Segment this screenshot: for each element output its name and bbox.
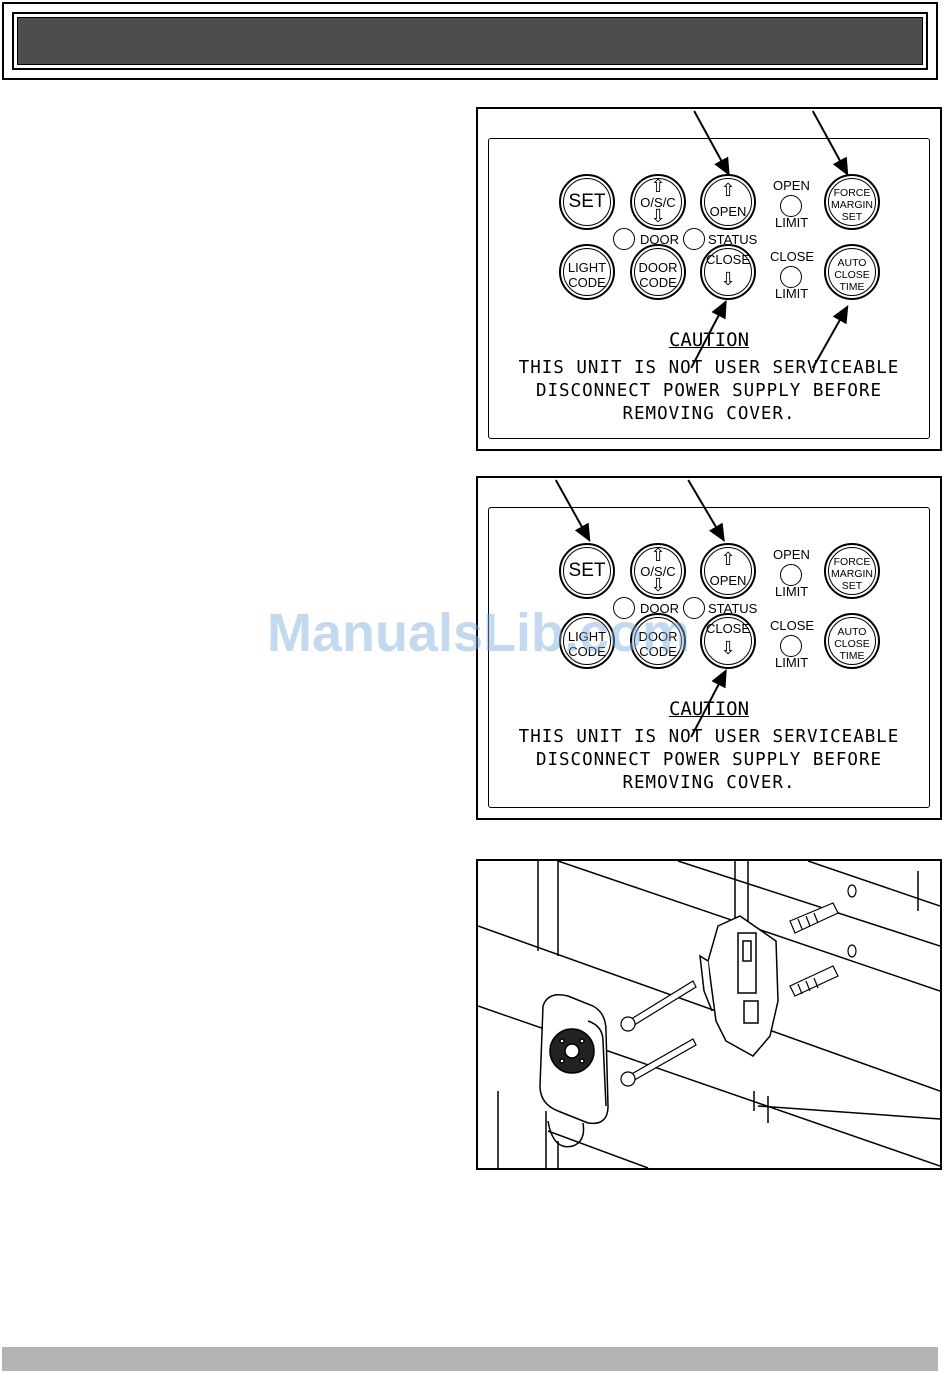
page-header-bar <box>17 17 923 65</box>
force-line-1: FORCE <box>833 187 871 199</box>
force-line-3: SET <box>841 211 863 223</box>
door-label: DOOR <box>640 232 679 247</box>
status-label: STATUS <box>708 232 758 247</box>
door-code-label: DOOR CODE <box>632 629 684 659</box>
figure-control-panel-1: SET ⇧ O/S/C ⇩ ⇧ OPEN FORCE MARGIN SET OP… <box>476 107 942 451</box>
door-status-led-2 <box>683 228 705 250</box>
osc-button[interactable]: ⇧ O/S/C ⇩ <box>630 543 686 599</box>
door-status-led-2 <box>683 597 705 619</box>
close-limit-label: CLOSE <box>770 249 815 264</box>
osc-button-label: O/S/C <box>640 564 676 579</box>
set-button-label: SET <box>568 191 606 212</box>
osc-button-label: O/S/C <box>640 195 676 210</box>
light-code-line-1: LIGHT <box>567 629 607 644</box>
light-code-line-1: LIGHT <box>567 260 607 275</box>
close-button[interactable]: CLOSE ⇩ <box>700 613 756 669</box>
door-code-line-1: DOOR <box>638 629 678 644</box>
control-panel: SET ⇧ O/S/C ⇩ ⇧ OPEN FORCE MARGIN SET OP… <box>488 138 930 439</box>
force-line-1: FORCE <box>833 556 871 568</box>
down-arrow-icon: ⇩ <box>650 575 666 595</box>
auto-close-line-1: AUTO <box>837 626 867 638</box>
force-line-3: SET <box>841 580 863 592</box>
open-limit-sublabel: LIMIT <box>775 584 809 599</box>
force-margin-set-button[interactable]: FORCE MARGIN SET <box>824 543 880 599</box>
door-code-button[interactable]: DOOR CODE <box>630 244 686 300</box>
caution-line-2: DISCONNECT POWER SUPPLY BEFORE <box>535 750 883 770</box>
light-code-label: LIGHT CODE <box>561 260 613 290</box>
set-button-label: SET <box>568 560 606 581</box>
light-code-button[interactable]: LIGHT CODE <box>559 244 615 300</box>
open-button-label: OPEN <box>709 573 747 588</box>
watermark-text: ManualsLib.com <box>267 603 691 663</box>
osc-button[interactable]: ⇧ O/S/C ⇩ <box>630 174 686 230</box>
door-code-label: DOOR CODE <box>632 260 684 290</box>
status-label: STATUS <box>708 601 758 616</box>
door-code-line-2: CODE <box>639 644 677 659</box>
auto-close-line-2: CLOSE <box>834 638 870 650</box>
page-header-frame <box>12 12 928 70</box>
door-code-line-2: CODE <box>639 275 677 290</box>
down-arrow-icon: ⇩ <box>720 269 736 289</box>
auto-close-label: AUTO CLOSE TIME <box>826 626 878 662</box>
close-limit-sublabel: LIMIT <box>775 655 809 670</box>
up-arrow-icon: ⇧ <box>650 545 666 565</box>
down-arrow-icon: ⇩ <box>720 638 736 658</box>
close-limit-label: CLOSE <box>770 618 815 633</box>
force-line-2: MARGIN <box>831 199 873 211</box>
figure-wall-mount <box>476 859 942 1170</box>
auto-close-line-2: CLOSE <box>834 269 870 281</box>
door-code-button[interactable]: DOOR CODE <box>630 613 686 669</box>
force-button-label: FORCE MARGIN SET <box>826 187 878 223</box>
page-header <box>2 2 938 80</box>
caution-line-2: DISCONNECT POWER SUPPLY BEFORE <box>535 381 883 401</box>
set-button[interactable]: SET <box>559 543 615 599</box>
open-button[interactable]: ⇧ OPEN <box>700 543 756 599</box>
auto-close-line-3: TIME <box>839 281 865 293</box>
door-status-led-1 <box>613 228 635 250</box>
force-button-label: FORCE MARGIN SET <box>826 556 878 592</box>
up-arrow-icon: ⇧ <box>720 549 736 569</box>
up-arrow-icon: ⇧ <box>650 176 666 196</box>
caution-title: CAUTION <box>668 698 750 720</box>
open-limit-led <box>780 564 802 586</box>
light-code-line-2: CODE <box>568 275 606 290</box>
auto-close-label: AUTO CLOSE TIME <box>826 257 878 293</box>
light-code-label: LIGHT CODE <box>561 629 613 659</box>
open-limit-sublabel: LIMIT <box>775 215 809 230</box>
down-arrow-icon: ⇩ <box>650 206 666 226</box>
door-status-led-1 <box>613 597 635 619</box>
open-limit-led <box>780 195 802 217</box>
set-button[interactable]: SET <box>559 174 615 230</box>
caution-line-3: REMOVING COVER. <box>622 404 796 424</box>
close-limit-sublabel: LIMIT <box>775 286 809 301</box>
open-button-label: OPEN <box>709 204 747 219</box>
open-limit-label: OPEN <box>773 178 810 193</box>
open-button[interactable]: ⇧ OPEN <box>700 174 756 230</box>
close-limit-led <box>780 635 802 657</box>
auto-close-line-1: AUTO <box>837 257 867 269</box>
door-label: DOOR <box>640 601 679 616</box>
force-line-2: MARGIN <box>831 568 873 580</box>
caution-line-1: THIS UNIT IS NOT USER SERVICEABLE <box>518 358 900 378</box>
close-button-label: CLOSE <box>705 252 751 267</box>
page-footer-bar <box>2 1347 938 1371</box>
caution-title: CAUTION <box>668 329 750 351</box>
up-arrow-icon: ⇧ <box>720 180 736 200</box>
caution-line-1: THIS UNIT IS NOT USER SERVICEABLE <box>518 727 900 747</box>
auto-close-line-3: TIME <box>839 650 865 662</box>
close-button-label: CLOSE <box>705 621 751 636</box>
light-code-button[interactable]: LIGHT CODE <box>559 613 615 669</box>
close-button[interactable]: CLOSE ⇩ <box>700 244 756 300</box>
wall-mount-illustration <box>478 861 940 1168</box>
open-limit-label: OPEN <box>773 547 810 562</box>
force-margin-set-button[interactable]: FORCE MARGIN SET <box>824 174 880 230</box>
door-code-line-1: DOOR <box>638 260 678 275</box>
light-code-line-2: CODE <box>568 644 606 659</box>
auto-close-time-button[interactable]: AUTO CLOSE TIME <box>824 244 880 300</box>
close-limit-led <box>780 266 802 288</box>
auto-close-time-button[interactable]: AUTO CLOSE TIME <box>824 613 880 669</box>
caution-line-3: REMOVING COVER. <box>622 773 796 793</box>
